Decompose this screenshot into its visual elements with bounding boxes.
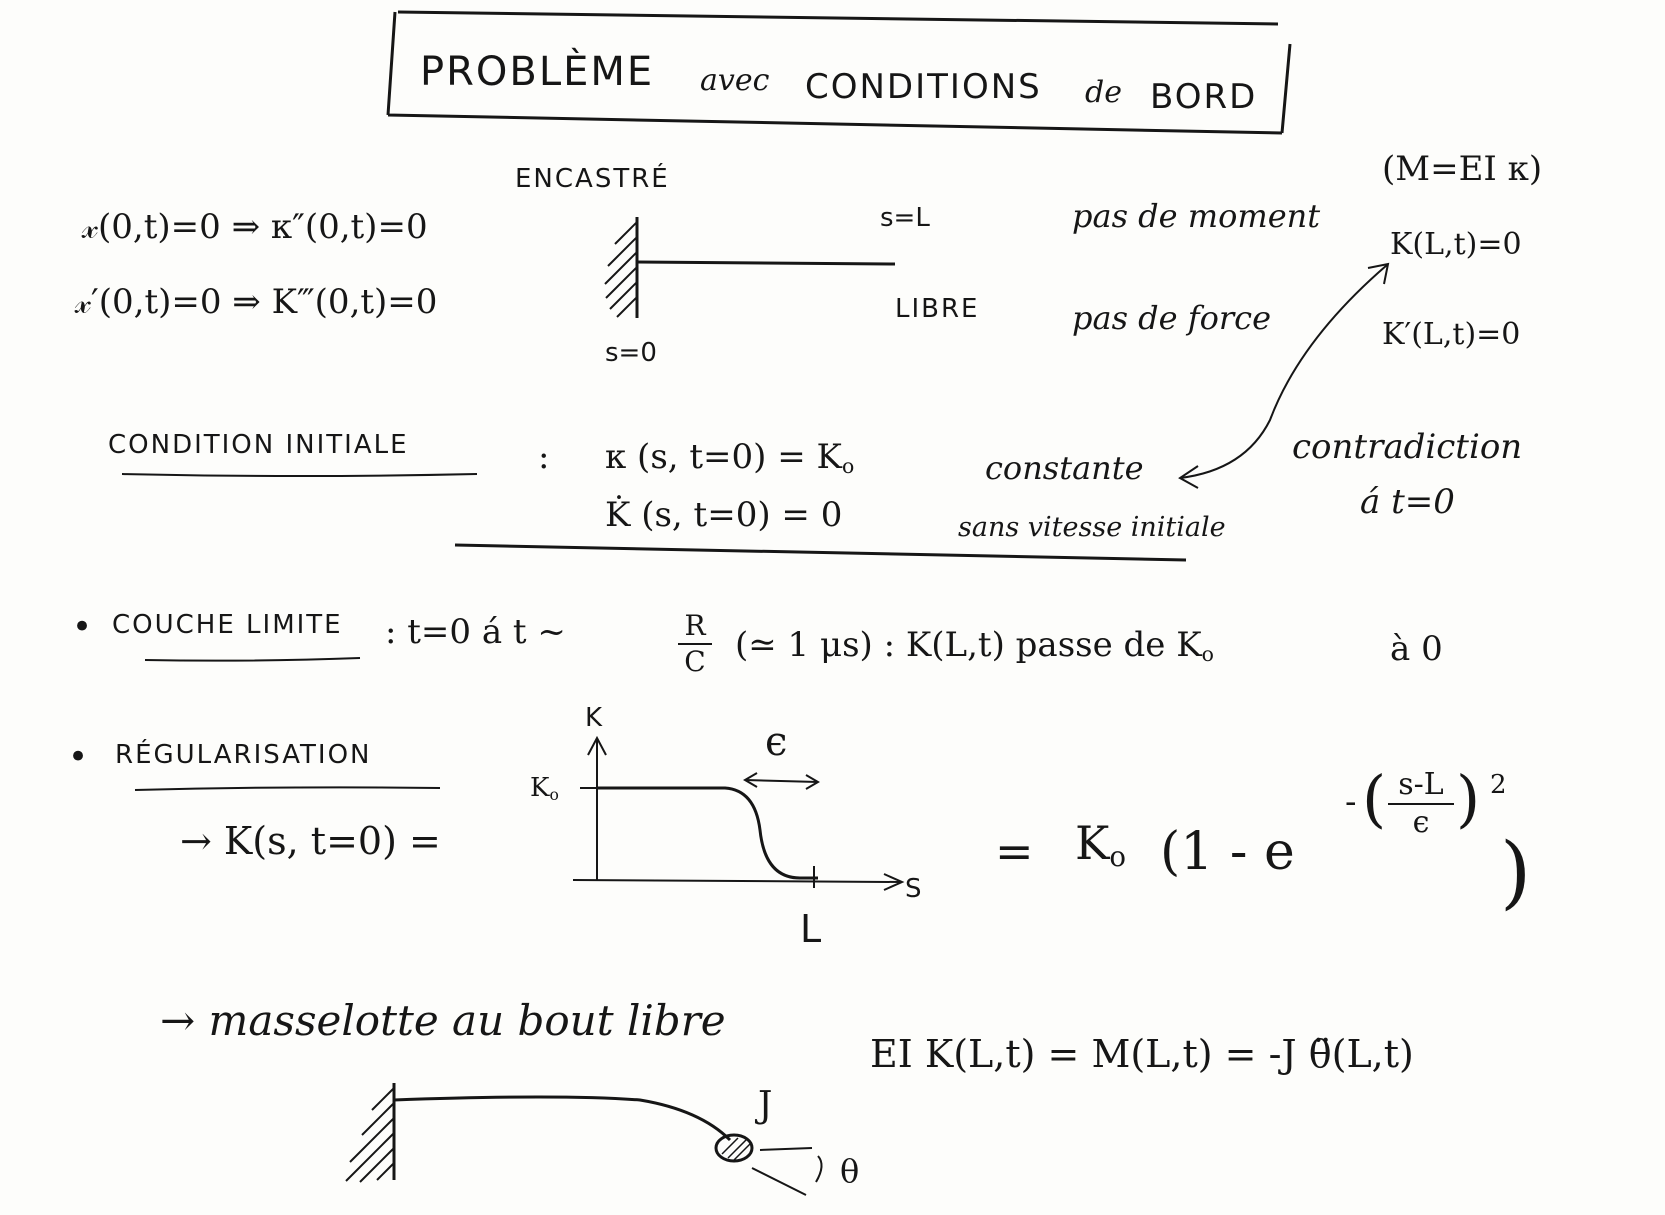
cantilever-beam-masselotte (345, 1083, 823, 1196)
label-s-zero: s=0 (605, 338, 657, 368)
graph-L-label: L (800, 907, 822, 951)
rhs-exponent-minus: - (1345, 782, 1357, 822)
couche-text-1: : t=0 á t ~ (385, 612, 566, 652)
text-contradiction: contradiction (1292, 427, 1523, 467)
contradiction-arrow (1179, 264, 1388, 479)
bullet-regularisation: • (68, 737, 89, 777)
arrowhead-up (1367, 262, 1390, 285)
rhs-close-paren: ) (1500, 825, 1532, 918)
right-equation-1: K(L,t)=0 (1390, 227, 1522, 262)
rhs-exponent-power: 2 (1490, 770, 1507, 800)
couche-text-2: (≃ 1 μs) : K(L,t) passe de Ko (735, 625, 1214, 667)
label-J: J (758, 1085, 773, 1126)
cantilever-beam-top (604, 217, 896, 318)
title-word-bord: BORD (1150, 77, 1258, 117)
graph-epsilon-label: ϵ (765, 719, 788, 765)
moment-relation: (M=EI κ) (1382, 149, 1543, 189)
heading-condition-initiale: CONDITION INITIALE (108, 430, 409, 460)
label-encastre: ENCASTRÉ (515, 164, 670, 194)
label-libre: LIBRE (895, 294, 980, 324)
initial-colon: : (538, 437, 550, 477)
tip-mass (714, 1133, 754, 1163)
text-sans-vitesse: sans vitesse initiale (958, 512, 1226, 543)
text-pas-de-force: pas de force (1072, 299, 1272, 337)
text-a-t-zero: á t=0 (1360, 482, 1455, 522)
left-equation-1: 𝓍(0,t)=0 ⇒ κ″(0,t)=0 (82, 207, 428, 247)
separator-line (454, 543, 1187, 562)
regularisation-graph (572, 735, 905, 891)
arrowhead-left (1178, 465, 1199, 489)
couche-text-3: à 0 (1390, 629, 1443, 669)
heading-underline-couche (144, 657, 361, 662)
masselotte-equation: EI K(L,t) = M(L,t) = -J θ̈(L,t) (870, 1032, 1414, 1076)
title-word-probleme: PROBLÈME (420, 49, 655, 95)
initial-equation-1: κ (s, t=0) = Ko (605, 437, 855, 479)
rhs-body: (1 - e (1160, 822, 1295, 882)
graph-axis-y-label: K (585, 703, 603, 733)
left-equation-2: 𝓍′(0,t)=0 ⇒ K‴(0,t)=0 (75, 282, 438, 322)
title-word-de: de (1085, 75, 1122, 110)
regularisation-lhs: → K(s, t=0) = (180, 819, 441, 863)
bullet-couche: • (72, 607, 93, 647)
graph-axis-x-label: S (905, 874, 922, 904)
text-constante: constante (985, 449, 1144, 487)
smoothed-step-curve (597, 786, 818, 880)
heading-regularisation: RÉGULARISATION (115, 740, 372, 770)
rhs-equals: = (995, 824, 1034, 878)
text-pas-de-moment: pas de moment (1072, 197, 1321, 235)
rhs-k0: Ko (1075, 816, 1126, 873)
heading-underline-initiale (121, 473, 478, 477)
label-theta: θ (840, 1152, 860, 1190)
title-word-conditions: CONDITIONS (805, 67, 1042, 107)
initial-equation-2: K̇ (s, t=0) = 0 (605, 495, 843, 535)
heading-couche-limite: COUCHE LIMITE (112, 610, 343, 640)
heading-underline-regul (134, 786, 441, 791)
rhs-exp-close-paren: ) (1456, 762, 1481, 835)
text-masselotte: → masselotte au bout libre (160, 996, 726, 1045)
right-equation-2: K′(L,t)=0 (1382, 317, 1521, 352)
rhs-exp-open-paren: ( (1362, 762, 1387, 835)
label-s-L: s=L (880, 203, 930, 233)
title-frame (386, 10, 1292, 135)
title-word-avec: avec (700, 63, 770, 98)
graph-k0-label: Ko (530, 773, 559, 804)
